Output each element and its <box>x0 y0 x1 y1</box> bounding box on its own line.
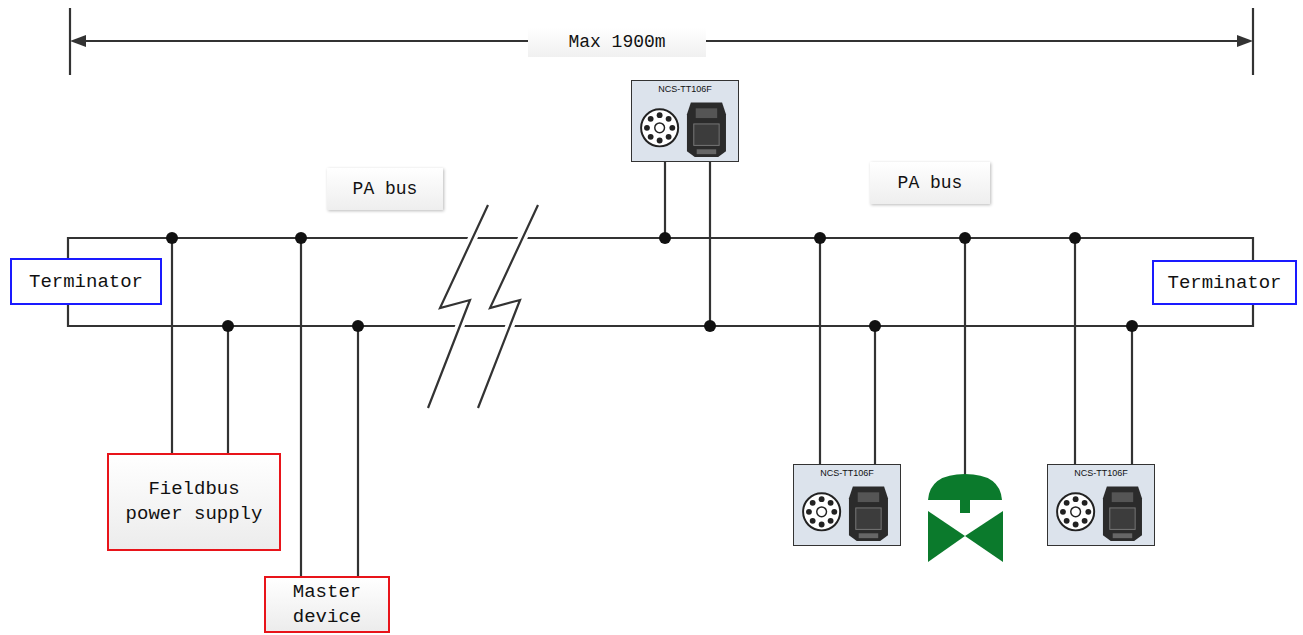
node-label: NCS-TT106F <box>658 84 712 94</box>
arrowhead <box>70 35 86 47</box>
drop-wire <box>874 326 876 465</box>
break-mask <box>478 205 538 408</box>
bus-label: PA bus <box>327 168 443 210</box>
node-label: NCS-TT106F <box>1074 468 1128 478</box>
break-mask <box>428 205 488 408</box>
valve-symbol <box>928 474 1003 562</box>
drop-wire <box>171 238 173 454</box>
node-label: Terminator <box>1167 272 1281 294</box>
junction-dot <box>814 232 826 244</box>
node-label: Master device <box>274 580 380 629</box>
bus-line <box>68 305 1253 326</box>
drop-wire <box>357 326 359 577</box>
drop-wire <box>819 238 821 465</box>
junction-dot <box>1126 320 1138 332</box>
drop-wire <box>1131 326 1133 465</box>
drop-wire <box>664 160 666 238</box>
drop-wire <box>709 160 711 326</box>
drop-wire <box>300 238 302 577</box>
transmitter-module: NCS-TT106F <box>1047 464 1155 546</box>
junction-dot <box>659 232 671 244</box>
node-label: NCS-TT106F <box>820 468 874 478</box>
node-label: Terminator <box>29 271 143 293</box>
junction-dot <box>1069 232 1081 244</box>
junction-dot <box>222 320 234 332</box>
transmitter-module: NCS-TT106F <box>631 80 739 162</box>
node-label: Fieldbus power supply <box>117 477 271 526</box>
dimension-tick <box>69 8 71 75</box>
equipment-box: Fieldbus power supply <box>107 453 281 551</box>
junction-dot <box>295 232 307 244</box>
dimension-tick <box>1252 8 1254 75</box>
junction-dot <box>166 232 178 244</box>
drop-wire <box>964 238 966 478</box>
break-symbol <box>428 205 488 408</box>
drop-wire <box>227 326 229 454</box>
drop-wire <box>1074 238 1076 465</box>
break-symbol <box>478 205 538 408</box>
junction-dot <box>704 320 716 332</box>
bus-label: PA bus <box>870 162 990 204</box>
junction-dot <box>959 232 971 244</box>
equipment-box: Master device <box>264 576 390 633</box>
terminator-box: Terminator <box>10 258 162 305</box>
junction-dot <box>869 320 881 332</box>
dimension-label: Max 1900m <box>528 27 706 57</box>
transmitter-module: NCS-TT106F <box>793 464 901 546</box>
arrowhead <box>1237 35 1253 47</box>
terminator-box: Terminator <box>1152 260 1297 305</box>
junction-dot <box>352 320 364 332</box>
